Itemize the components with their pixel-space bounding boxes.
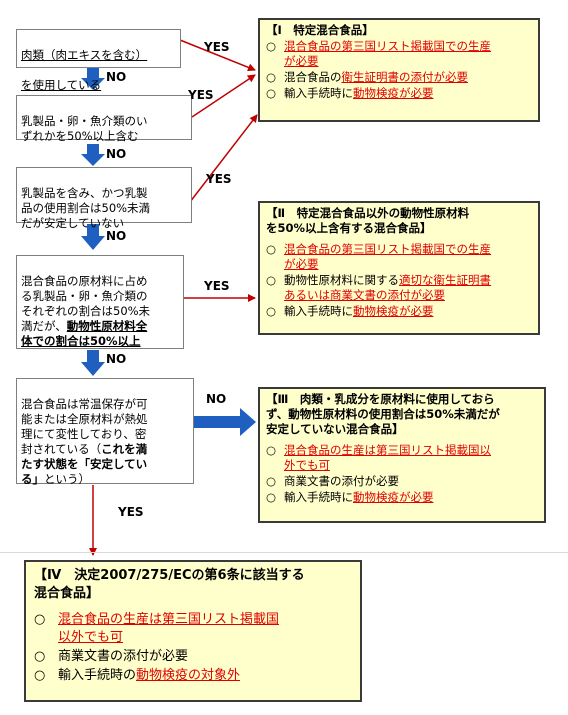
- circle-bullet-icon: ○: [34, 612, 46, 627]
- yes-arrow-3: [189, 114, 258, 203]
- no-arrow-5: [193, 408, 256, 436]
- item-text-red: 動物検疫が必要: [353, 490, 434, 504]
- item-text-red: 適切な衛生証明書 あるいは商業文書の添付が必要: [284, 273, 491, 302]
- result-box-3: 【Ⅲ 肉類・乳成分を原材料に使用しておら ず、動物性原材料の使用割合は50%未満…: [258, 387, 546, 523]
- yes-label-5: YES: [118, 505, 144, 519]
- divider: [0, 552, 568, 553]
- question-4-bold: 動物性原材料全 体での割合は50%以上: [21, 319, 148, 348]
- item-text-red: 混合食品の第三国リスト掲載国での生産 が必要: [284, 39, 491, 68]
- no-label-4: NO: [106, 352, 127, 366]
- item-text-red: 混合食品の生産は第三国リスト掲載国以 外でも可: [284, 443, 491, 472]
- item-text: 輸入手続時に: [284, 490, 353, 504]
- no-arrow-1: [81, 68, 105, 90]
- circle-bullet-icon: ○: [266, 86, 277, 100]
- item-text-red: 動物検疫が必要: [353, 304, 434, 318]
- item-text-red: 衛生証明書の添付が必要: [341, 70, 469, 84]
- question-4: 混合食品の原材料に占め る乳製品・卵・魚介類の それぞれの割合は50%未 満だが…: [16, 255, 184, 349]
- no-arrow-2: [81, 144, 105, 166]
- item-text-red: 混合食品の生産は第三国リスト掲載国 以外でも可: [58, 612, 280, 645]
- yes-arrow-2: [191, 74, 256, 118]
- no-label-3: NO: [106, 229, 127, 243]
- list-item: ○ 混合食品の第三国リスト掲載国での生産 が必要: [266, 39, 532, 69]
- item-text-red: 混合食品の第三国リスト掲載国での生産 が必要: [284, 242, 491, 271]
- item-text-red: 動物検疫の対象外: [136, 668, 241, 683]
- circle-bullet-icon: ○: [266, 242, 277, 256]
- question-1: 肉類（肉エキスを含む） を使用している: [16, 29, 181, 92]
- list-item: ○ 輸入手続時に動物検疫が必要: [266, 490, 538, 505]
- no-arrow-4: [81, 350, 105, 376]
- yes-label-4: YES: [204, 279, 230, 293]
- list-item: ○ 輸入手続時の動物検疫の対象外: [34, 667, 352, 685]
- item-text: 輸入手続時の: [58, 668, 137, 683]
- result-3-title: 【Ⅲ 肉類・乳成分を原材料に使用しておら ず、動物性原材料の使用割合は50%未満…: [266, 392, 500, 436]
- circle-bullet-icon: ○: [34, 668, 46, 683]
- list-item: ○ 混合食品の生産は第三国リスト掲載国 以外でも可: [34, 611, 352, 647]
- result-box-4: 【Ⅳ 決定2007/275/ECの第6条に該当する 混合食品】 ○ 混合食品の生産…: [24, 560, 362, 702]
- question-5-bold: これを満 たす状態を「安定してい る」: [21, 442, 148, 486]
- yes-label-2: YES: [188, 88, 214, 102]
- question-3-text: 乳製品を含み、かつ乳製 品の使用割合は50%未満 だが安定していない: [21, 186, 151, 230]
- item-text: 商業文書の添付が必要: [284, 474, 399, 488]
- list-item: ○ 輸入手続時に動物検疫が必要: [266, 304, 532, 319]
- result-1-title: 【Ⅰ 特定混合食品】: [266, 23, 374, 37]
- item-text: 混合食品の: [284, 70, 342, 84]
- circle-bullet-icon: ○: [266, 70, 277, 84]
- item-text: 動物性原材料に関する: [284, 273, 399, 287]
- question-2-text: 乳製品・卵・魚介類のい ずれかを50%以上含む: [21, 114, 148, 143]
- no-arrow-3: [81, 224, 105, 250]
- result-box-2: 【Ⅱ 特定混合食品以外の動物性原材料 を50%以上含有する混合食品】 ○ 混合食品…: [258, 201, 540, 335]
- list-item: ○ 商業文書の添付が必要: [266, 474, 538, 489]
- result-2-title: 【Ⅱ 特定混合食品以外の動物性原材料 を50%以上含有する混合食品】: [266, 206, 470, 235]
- list-item: ○ 商業文書の添付が必要: [34, 648, 352, 666]
- question-5: 混合食品は常温保存が可 能または全原材料が熱処 理にて変性しており、密 封されて…: [16, 378, 194, 486]
- no-arrows: [81, 68, 256, 436]
- yes-arrow-1: [179, 39, 256, 72]
- question-3: 乳製品を含み、かつ乳製 品の使用割合は50%未満 だが安定していない: [16, 167, 192, 230]
- circle-bullet-icon: ○: [266, 304, 277, 318]
- item-text-red: 動物検疫が必要: [353, 86, 434, 100]
- no-label-1: NO: [106, 70, 127, 84]
- question-1-line1: 肉類（肉エキスを含む）: [21, 48, 148, 62]
- list-item: ○ 動物性原材料に関する適切な衛生証明書 あるいは商業文書の添付が必要: [266, 273, 532, 303]
- circle-bullet-icon: ○: [266, 273, 277, 287]
- item-text: 輸入手続時に: [284, 86, 353, 100]
- list-item: ○ 混合食品の衛生証明書の添付が必要: [266, 70, 532, 85]
- list-item: ○ 混合食品の生産は第三国リスト掲載国以 外でも可: [266, 443, 538, 473]
- circle-bullet-icon: ○: [266, 39, 277, 53]
- result-4-title: 【Ⅳ 決定2007/275/ECの第6条に該当する 混合食品】: [34, 568, 305, 601]
- question-4-text: 混合食品の原材料に占め る乳製品・卵・魚介類の それぞれの割合は50%未 満だが…: [21, 274, 151, 333]
- yes-label-3: YES: [206, 172, 232, 186]
- result-box-1: 【Ⅰ 特定混合食品】 ○ 混合食品の第三国リスト掲載国での生産 が必要 ○ 混合食品…: [258, 18, 540, 122]
- list-item: ○ 混合食品の第三国リスト掲載国での生産 が必要: [266, 242, 532, 272]
- item-text: 商業文書の添付が必要: [58, 649, 189, 664]
- circle-bullet-icon: ○: [266, 490, 277, 504]
- list-item: ○ 輸入手続時に動物検疫が必要: [266, 86, 532, 101]
- question-5-text: 混合食品は常温保存が可 能または全原材料が熱処 理にて変性しており、密 封されて…: [21, 397, 148, 456]
- yes-label-1: YES: [204, 40, 230, 54]
- question-5-post: という）: [44, 472, 90, 486]
- circle-bullet-icon: ○: [266, 443, 277, 457]
- item-text: 輸入手続時に: [284, 304, 353, 318]
- circle-bullet-icon: ○: [34, 649, 46, 664]
- question-1-line2: を使用している: [21, 78, 102, 92]
- circle-bullet-icon: ○: [266, 474, 277, 488]
- no-label-2: NO: [106, 147, 127, 161]
- no-label-5: NO: [206, 392, 227, 406]
- question-2: 乳製品・卵・魚介類のい ずれかを50%以上含む: [16, 95, 192, 143]
